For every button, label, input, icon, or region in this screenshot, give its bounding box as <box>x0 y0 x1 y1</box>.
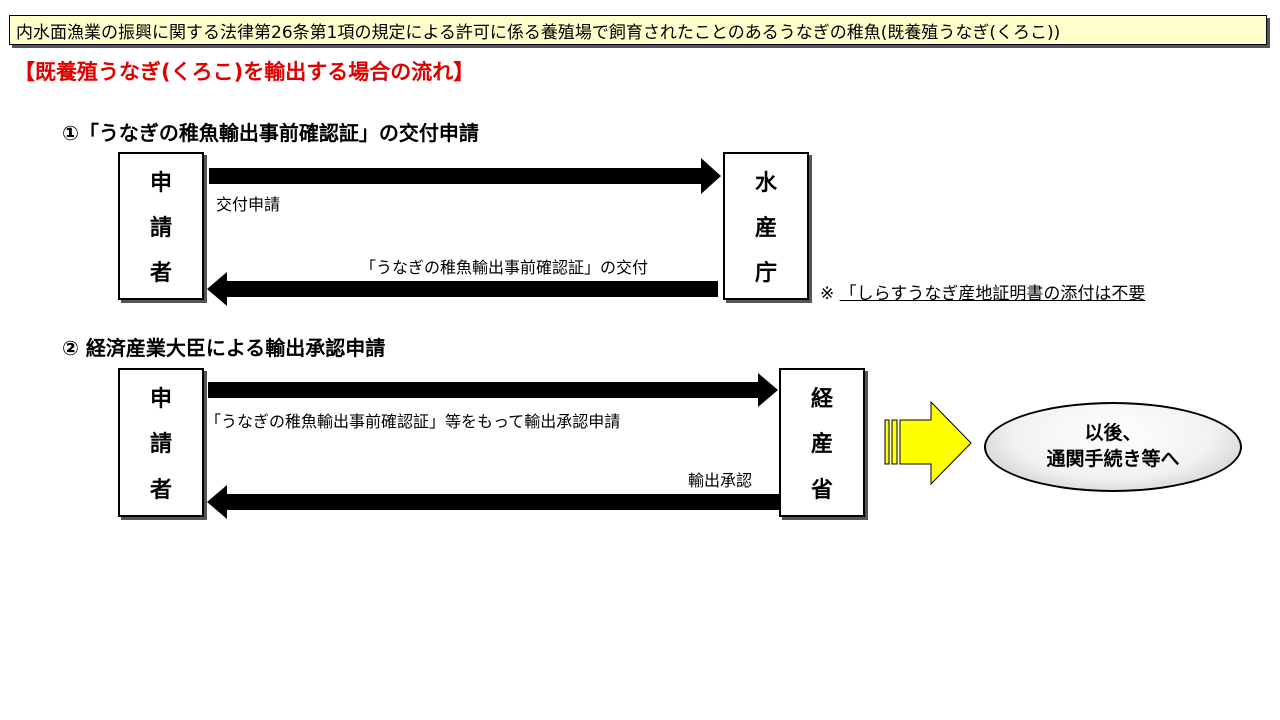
next-step-line2: 通関手続き等へ <box>1046 448 1180 470</box>
step2-agency-char-2: 産 <box>810 432 833 458</box>
step1-back-arrow <box>207 272 718 306</box>
next-step-ellipse: 以後、 通関手続き等へ <box>984 402 1242 492</box>
header-title: 内水面漁業の振興に関する法律第26条第1項の規定による許可に係る養殖場で飼育され… <box>16 22 1061 43</box>
step2-back-arrow <box>207 485 779 519</box>
step1-forward-label: 交付申請 <box>216 195 281 214</box>
step2-applicant-char-3: 者 <box>149 478 172 504</box>
step2-applicant-char-2: 請 <box>149 432 172 458</box>
next-step-arrow <box>884 400 972 486</box>
next-step-line1: 以後、 <box>1084 422 1142 445</box>
step2-back-label: 輸出承認 <box>688 471 753 490</box>
step2-forward-arrow <box>208 373 778 407</box>
note-text: 「しらすうなぎ産地証明書の添付は不要 <box>839 284 1146 304</box>
step1-note: ※ 「しらすうなぎ産地証明書の添付は不要 <box>820 279 1145 304</box>
step1-applicant-box: 申 請 者 <box>118 152 204 300</box>
step1-agency-char-3: 庁 <box>754 261 777 287</box>
header-banner: 内水面漁業の振興に関する法律第26条第1項の規定による許可に係る養殖場で飼育され… <box>9 15 1267 45</box>
step1-agency-char-1: 水 <box>754 170 777 196</box>
step1-back-label: 「うなぎの稚魚輸出事前確認証」の交付 <box>360 258 649 277</box>
step1-forward-arrow <box>209 158 721 194</box>
step2-title: ② 経済産業大臣による輸出承認申請 <box>62 336 386 360</box>
step1-applicant-char-2: 請 <box>149 215 172 241</box>
note-mark: ※ <box>820 284 835 304</box>
step1-agency-char-2: 産 <box>754 215 777 241</box>
step2-agency-box: 経 産 省 <box>779 368 865 517</box>
step1-agency-box: 水 産 庁 <box>723 152 809 300</box>
flow-subtitle: 【既養殖うなぎ(くろこ)を輸出する場合の流れ】 <box>14 60 475 84</box>
step1-applicant-char-3: 者 <box>149 261 172 287</box>
step2-agency-char-1: 経 <box>810 386 833 412</box>
step1-title: ①「うなぎの稚魚輸出事前確認証」の交付申請 <box>62 121 479 145</box>
step2-forward-label: 「うなぎの稚魚輸出事前確認証」等をもって輸出承認申請 <box>205 412 621 431</box>
step2-applicant-box: 申 請 者 <box>118 368 204 517</box>
step2-applicant-char-1: 申 <box>149 386 172 412</box>
step1-applicant-char-1: 申 <box>149 170 172 196</box>
step2-agency-char-3: 省 <box>810 478 833 504</box>
